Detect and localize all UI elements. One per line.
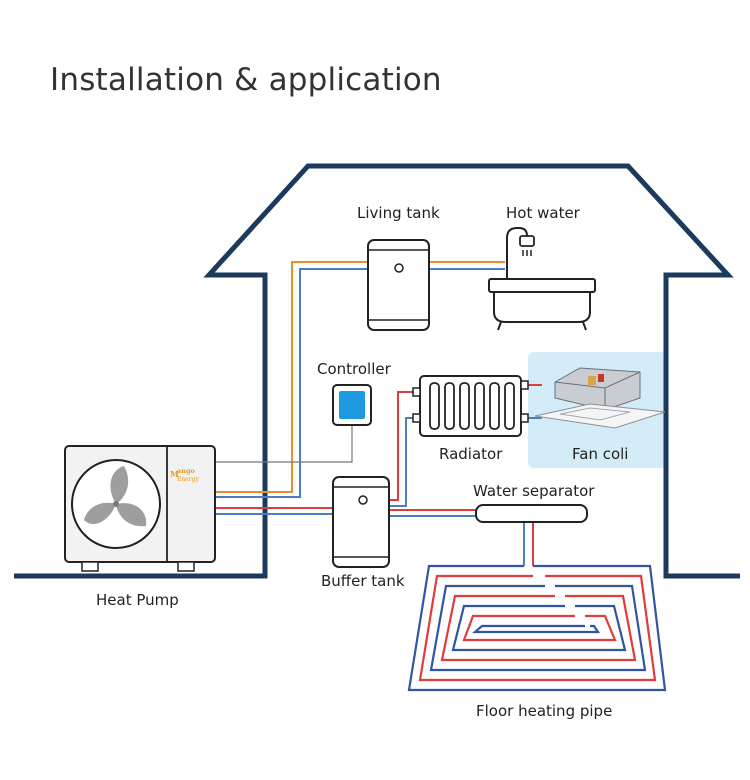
radiator-label: Radiator <box>439 445 503 463</box>
living-tank-label: Living tank <box>357 204 440 222</box>
buffer-tank-label: Buffer tank <box>321 572 405 590</box>
fan-coil-icon <box>534 367 666 429</box>
heating-pipes <box>215 384 542 566</box>
floor-heating-pipe-label: Floor heating pipe <box>476 702 613 720</box>
floor-heating-pipe-icon <box>407 564 667 692</box>
hot-water-label: Hot water <box>506 204 580 222</box>
bathtub-icon <box>488 227 596 331</box>
svg-text:M: M <box>170 469 179 479</box>
dhw-pipes <box>215 261 505 498</box>
water-separator-label: Water separator <box>473 482 595 500</box>
buffer-tank-icon <box>332 476 390 568</box>
heat-pump-label: Heat Pump <box>96 591 179 609</box>
living-tank-icon <box>367 239 430 331</box>
svg-text:Energy: Energy <box>177 476 200 483</box>
radiator-icon <box>412 375 529 437</box>
water-separator-icon <box>475 504 588 523</box>
heat-pump-icon: M ango Energy <box>64 445 216 572</box>
controller-icon <box>332 384 372 426</box>
page-title: Installation & application <box>50 62 442 98</box>
control-wire <box>215 425 353 463</box>
fan-coil-label: Fan coli <box>572 445 629 463</box>
svg-text:ango: ango <box>177 467 195 475</box>
house-outline <box>14 163 740 579</box>
controller-label: Controller <box>317 360 391 378</box>
